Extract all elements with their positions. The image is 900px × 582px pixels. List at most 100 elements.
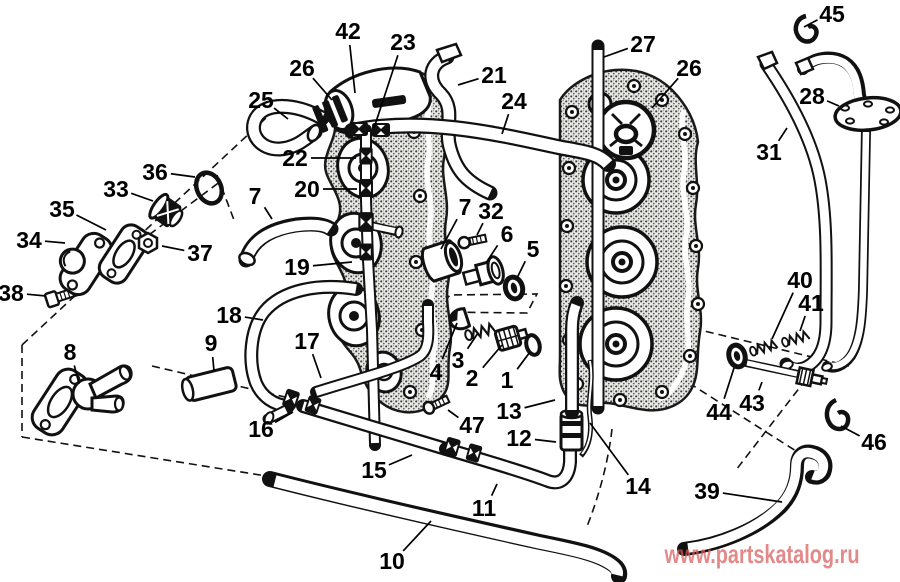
callout-36: 36 [142, 159, 168, 185]
callout-16: 16 [248, 416, 274, 442]
callout-39: 39 [694, 478, 720, 504]
valve-cap-4 [448, 307, 472, 331]
gasket-35 [97, 223, 151, 285]
hose-24 [344, 117, 616, 172]
callout-25: 25 [248, 87, 274, 113]
o-ring-1 [524, 333, 542, 357]
leader-line-19 [312, 261, 353, 267]
callout-21: 21 [481, 62, 507, 88]
leader-line-37 [161, 245, 185, 252]
leader-line-38 [26, 293, 47, 297]
hook-clip-45 [793, 13, 819, 44]
callout-14: 14 [625, 473, 651, 499]
o-ring-36 [193, 170, 225, 206]
callout-12: 12 [506, 425, 532, 451]
bleed-screw-41 [780, 329, 811, 349]
callout-23: 23 [390, 29, 416, 55]
leader-line-47 [447, 409, 459, 419]
leader-line-14 [589, 422, 629, 476]
callout-34: 34 [16, 227, 42, 253]
hose-10 [262, 471, 628, 582]
valve-seat-2 [493, 324, 529, 352]
callout-27: 27 [630, 31, 656, 57]
hose-17 [310, 299, 435, 398]
leader-line-46 [840, 425, 861, 437]
callout-46: 46 [861, 429, 887, 455]
callout-37: 37 [187, 240, 213, 266]
callout-2: 2 [466, 365, 479, 391]
hose-25 [246, 98, 330, 157]
leader-line-2 [482, 344, 503, 369]
fitting-6 [461, 255, 505, 287]
callout-33: 33 [103, 176, 129, 202]
leader-line-7 [440, 218, 458, 250]
leader-line-6 [485, 244, 499, 264]
callout-9: 9 [205, 330, 218, 356]
right-cylinder-head [558, 68, 706, 412]
leader-line-12 [534, 438, 557, 443]
leader-line-42 [348, 44, 356, 94]
leader-line-43 [758, 381, 763, 391]
leader-line-15 [388, 454, 413, 466]
callout-3: 3 [452, 347, 465, 373]
bushing-7 [421, 239, 464, 283]
callout-44: 44 [706, 399, 732, 425]
callout-40: 40 [787, 267, 813, 293]
leader-line-5 [516, 260, 527, 279]
screw-47 [422, 394, 451, 415]
callout-4: 4 [430, 359, 443, 385]
fitting-20 [358, 212, 404, 261]
callout-7: 7 [249, 183, 262, 209]
leader-line-17 [311, 353, 322, 379]
callout-26: 26 [676, 55, 702, 81]
leader-line-16 [274, 411, 294, 424]
fitting-26-right [595, 99, 657, 161]
leader-line-27 [603, 47, 629, 58]
callout-35: 35 [49, 196, 75, 222]
callout-43: 43 [739, 390, 765, 416]
leader-line-18 [244, 316, 264, 321]
callout-42: 42 [335, 18, 361, 44]
water-outlet-8 [30, 364, 133, 437]
callout-28: 28 [799, 83, 825, 109]
callout-32: 32 [478, 198, 504, 224]
leader-line-11 [490, 483, 498, 497]
nut-37 [137, 231, 159, 255]
bolt-32 [457, 233, 488, 250]
leader-line-25 [273, 107, 289, 120]
callout-11: 11 [472, 495, 497, 521]
leader-line-23 [373, 55, 399, 129]
callout-45: 45 [819, 1, 845, 27]
callout-17: 17 [294, 328, 320, 354]
leader-line-13 [524, 399, 556, 409]
callout-18: 18 [216, 302, 242, 328]
callout-5: 5 [527, 236, 540, 262]
leader-line-41 [799, 315, 806, 332]
hook-clip-46 [824, 397, 851, 432]
callout-20: 20 [294, 176, 320, 202]
tee-fitting-16 [262, 388, 322, 425]
leader-line-1 [516, 351, 531, 370]
leader-line-24 [501, 113, 510, 135]
callout-15: 15 [361, 457, 387, 483]
grommet-5 [502, 274, 526, 302]
leader-line-32 [476, 222, 484, 236]
callout-10: 10 [379, 548, 405, 574]
callout-13: 13 [496, 398, 522, 424]
watermark-text: www.partskatalog.ru [664, 539, 860, 569]
leader-line-26 [312, 77, 333, 101]
tube-43 [742, 359, 829, 388]
leader-line-35 [76, 214, 107, 231]
hose-11 [439, 439, 577, 490]
leader-line-4 [441, 322, 458, 360]
leader-line-7 [263, 206, 273, 220]
grommet-44 [726, 342, 748, 370]
water-pickup-28 [794, 51, 900, 373]
callout-26: 26 [289, 55, 315, 81]
leader-line-8 [73, 365, 80, 385]
sleeve-9 [180, 366, 238, 402]
callout-24: 24 [501, 88, 527, 114]
leader-line-21 [457, 77, 479, 86]
